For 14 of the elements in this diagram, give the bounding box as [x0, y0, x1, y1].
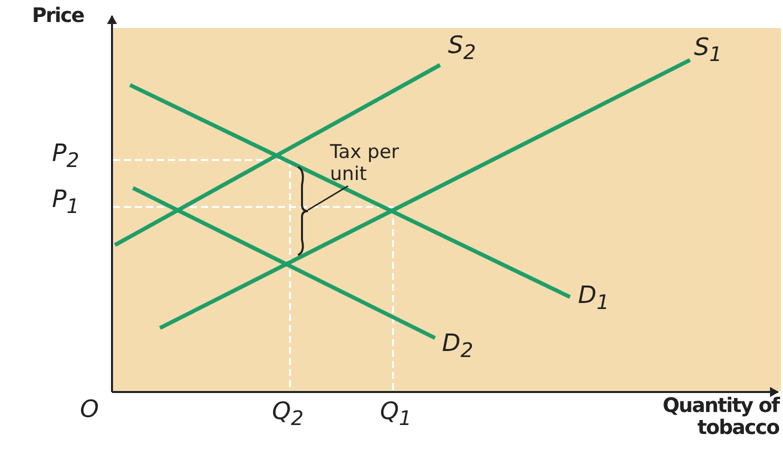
- axis-label: Price: [32, 4, 84, 26]
- annotation-text: Tax per unit: [330, 142, 400, 186]
- curve-label: D$_{2}$: [442, 330, 474, 361]
- curve-label: S$_{1}$: [694, 34, 722, 65]
- origin-label: O: [80, 396, 99, 422]
- curve-label: Q$_{1}$: [380, 398, 412, 429]
- curve-label: P$_{1}$: [52, 186, 80, 217]
- axis-label: Quantity of tobacco: [662, 394, 779, 438]
- leader-line: [308, 185, 348, 211]
- curve-label: P$_{2}$: [52, 140, 80, 171]
- curve-label: D$_{1}$: [578, 282, 610, 313]
- curve-label: Q$_{2}$: [272, 398, 304, 429]
- curve-label: S$_{2}$: [448, 32, 476, 63]
- curly-brace: [298, 166, 309, 256]
